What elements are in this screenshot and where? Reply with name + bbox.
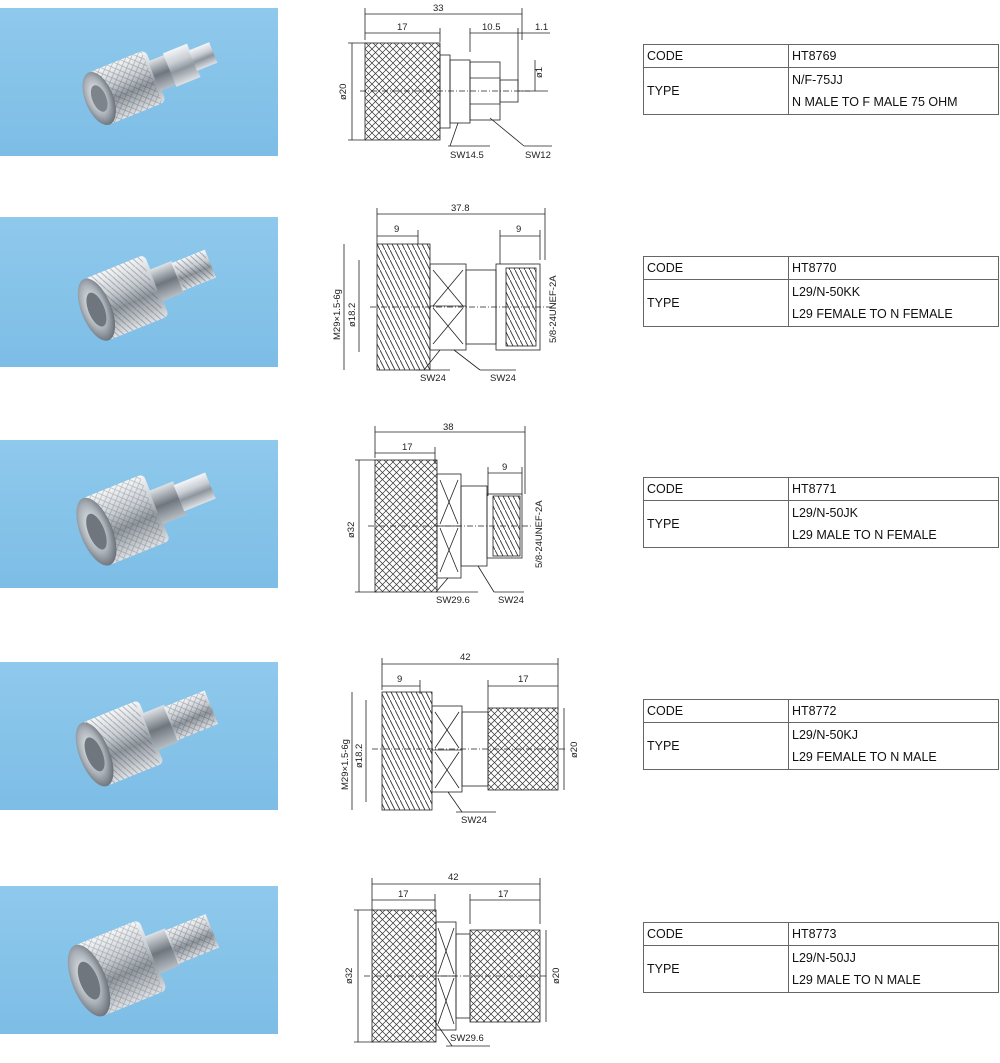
code-label: CODE xyxy=(643,922,789,946)
dim-overall: 37.8 xyxy=(451,203,470,214)
spec-table: CODE HT8771 TYPE L29/N-50JK L29 MALE TO … xyxy=(643,477,999,548)
dim-seg-a: 17 xyxy=(402,442,413,453)
type-model: L29/N-50KJ xyxy=(792,728,859,742)
code-value: HT8772 xyxy=(788,699,999,723)
code-value: HT8770 xyxy=(788,256,999,280)
code-label: CODE xyxy=(643,477,789,501)
type-label: TYPE xyxy=(643,279,789,327)
product-row-ht8771: 38 17 9 ø32 5/8-24UNEF-2A SW29.6 SW24 CO… xyxy=(0,420,1000,620)
dim-thread-side: 5/8-24UNEF-2A xyxy=(548,275,559,343)
code-label: CODE xyxy=(643,256,789,280)
type-description: L29 MALE TO N FEMALE xyxy=(792,528,937,542)
dim-seg-b: 17 xyxy=(518,674,529,685)
dim-sw-2: SW12 xyxy=(525,150,551,161)
dim-dia-pin: ø1 xyxy=(534,67,545,78)
code-value: HT8771 xyxy=(788,477,999,501)
product-row-ht8770: 37.8 9 9 M29×1.5-6g ø18.2 5/8-24UNEF-2A … xyxy=(0,200,1000,400)
dim-dia-main: ø20 xyxy=(338,84,349,100)
code-value: HT8773 xyxy=(788,922,999,946)
spec-table: CODE HT8769 TYPE N/F-75JJ N MALE TO F MA… xyxy=(643,44,999,115)
product-photo xyxy=(0,662,278,810)
type-model: L29/N-50KK xyxy=(792,285,861,299)
code-label: CODE xyxy=(643,699,789,723)
dim-seg-b: 10.5 xyxy=(482,22,501,33)
type-label: TYPE xyxy=(643,945,789,993)
dim-overall: 42 xyxy=(460,652,471,663)
dim-sw-1: SW29.6 xyxy=(450,1033,484,1044)
product-row-ht8773: 42 17 17 ø32 ø20 SW29.6 CODE HT8773 TYPE… xyxy=(0,860,1000,1060)
spec-table: CODE HT8773 TYPE L29/N-50JJ L29 MALE TO … xyxy=(643,922,999,993)
dim-sw-2: SW24 xyxy=(498,595,524,606)
type-description: L29 FEMALE TO N MALE xyxy=(792,750,937,764)
dim-seg-a: 9 xyxy=(394,224,399,235)
dim-thread-side: 5/8-24UNEF-2A xyxy=(534,500,545,568)
dim-dia-inner: ø18.2 xyxy=(354,744,365,768)
dim-overall: 38 xyxy=(443,422,454,433)
dim-dia-inner: ø18.2 xyxy=(347,303,358,327)
dim-thread-main: M29×1.5-6g xyxy=(340,739,351,790)
dim-seg-b: 17 xyxy=(498,889,509,900)
dim-seg-a: 17 xyxy=(398,889,409,900)
type-model: N/F-75JJ xyxy=(792,73,843,87)
type-description: L29 MALE TO N MALE xyxy=(792,973,921,987)
dim-sw-1: SW24 xyxy=(420,373,446,384)
spec-table: CODE HT8770 TYPE L29/N-50KK L29 FEMALE T… xyxy=(643,256,999,327)
product-row-ht8772: 42 9 17 M29×1.5-6g ø18.2 ø20 SW24 CODE H… xyxy=(0,640,1000,840)
product-photo xyxy=(0,8,278,156)
dim-dia-main: ø32 xyxy=(346,522,357,538)
dim-sw-1: SW29.6 xyxy=(436,595,470,606)
dim-seg-c: 1.1 xyxy=(535,22,548,33)
technical-drawing: 42 9 17 M29×1.5-6g ø18.2 ø20 SW24 xyxy=(330,640,600,840)
type-label: TYPE xyxy=(643,67,789,115)
dim-dia-main: ø32 xyxy=(344,968,355,984)
dim-dia-side: ø20 xyxy=(569,742,580,758)
dim-seg-a: 9 xyxy=(397,674,402,685)
dim-sw-1: SW14.5 xyxy=(450,150,484,161)
type-label: TYPE xyxy=(643,722,789,770)
type-label: TYPE xyxy=(643,500,789,548)
code-label: CODE xyxy=(643,44,789,68)
dim-seg-b: 9 xyxy=(516,224,521,235)
dim-sw-2: SW24 xyxy=(490,373,516,384)
technical-drawing: 38 17 9 ø32 5/8-24UNEF-2A SW29.6 SW24 xyxy=(330,420,600,620)
dim-seg-a: 17 xyxy=(397,22,408,33)
product-photo xyxy=(0,217,278,367)
dim-overall: 42 xyxy=(448,872,459,883)
type-model: L29/N-50JK xyxy=(792,506,859,520)
technical-drawing: 37.8 9 9 M29×1.5-6g ø18.2 5/8-24UNEF-2A … xyxy=(330,200,600,400)
type-description: L29 FEMALE TO N FEMALE xyxy=(792,307,953,321)
spec-table: CODE HT8772 TYPE L29/N-50KJ L29 FEMALE T… xyxy=(643,699,999,770)
product-photo xyxy=(0,886,278,1034)
dim-overall: 33 xyxy=(433,3,444,14)
code-value: HT8769 xyxy=(788,44,999,68)
type-model: L29/N-50JJ xyxy=(792,951,856,965)
dim-thread-main: M29×1.5-6g xyxy=(332,289,343,340)
technical-drawing: 42 17 17 ø32 ø20 SW29.6 xyxy=(330,860,600,1060)
product-photo xyxy=(0,440,278,588)
dim-sw-1: SW24 xyxy=(461,815,487,826)
product-row-ht8769: 33 17 10.5 1.1 ø20 ø1 SW14.5 SW12 CODE H… xyxy=(0,0,1000,200)
dim-seg-b: 9 xyxy=(502,462,507,473)
technical-drawing: 33 17 10.5 1.1 ø20 ø1 SW14.5 SW12 xyxy=(330,0,600,200)
dim-dia-side: ø20 xyxy=(551,968,562,984)
type-description: N MALE TO F MALE 75 OHM xyxy=(792,95,958,109)
